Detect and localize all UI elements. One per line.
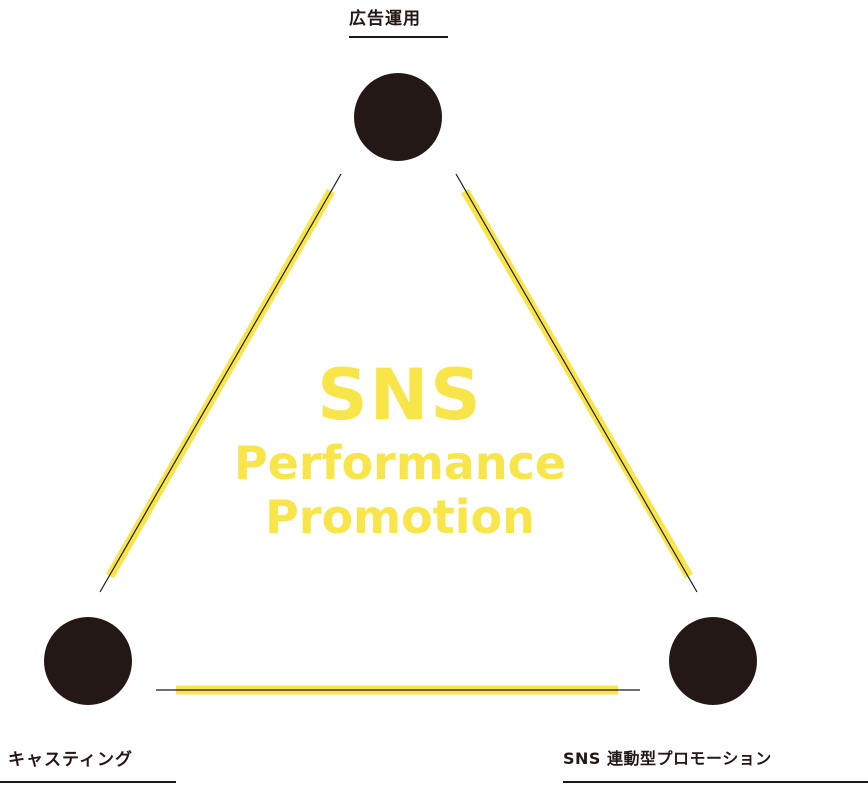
node-bottom-left-label: キャスティング bbox=[8, 750, 133, 770]
node-top-label: 広告運用 bbox=[349, 9, 421, 29]
node-top-circle bbox=[354, 73, 442, 161]
connector-right bbox=[455, 173, 698, 593]
center-title-line1: SNS bbox=[317, 354, 483, 436]
node-top-underline bbox=[349, 36, 448, 38]
node-bottom-left-circle bbox=[44, 617, 132, 705]
node-bottom-left-underline bbox=[0, 781, 176, 783]
center-title-line3: Promotion bbox=[265, 490, 535, 544]
node-bottom-right-circle bbox=[669, 617, 757, 705]
center-title: SNS Performance Promotion bbox=[0, 360, 800, 540]
node-bottom-right-label: SNS 連動型プロモーション bbox=[563, 749, 772, 768]
connector-left bbox=[99, 173, 342, 593]
node-bottom-right-underline bbox=[563, 781, 868, 783]
center-title-line2: Performance bbox=[233, 436, 567, 490]
